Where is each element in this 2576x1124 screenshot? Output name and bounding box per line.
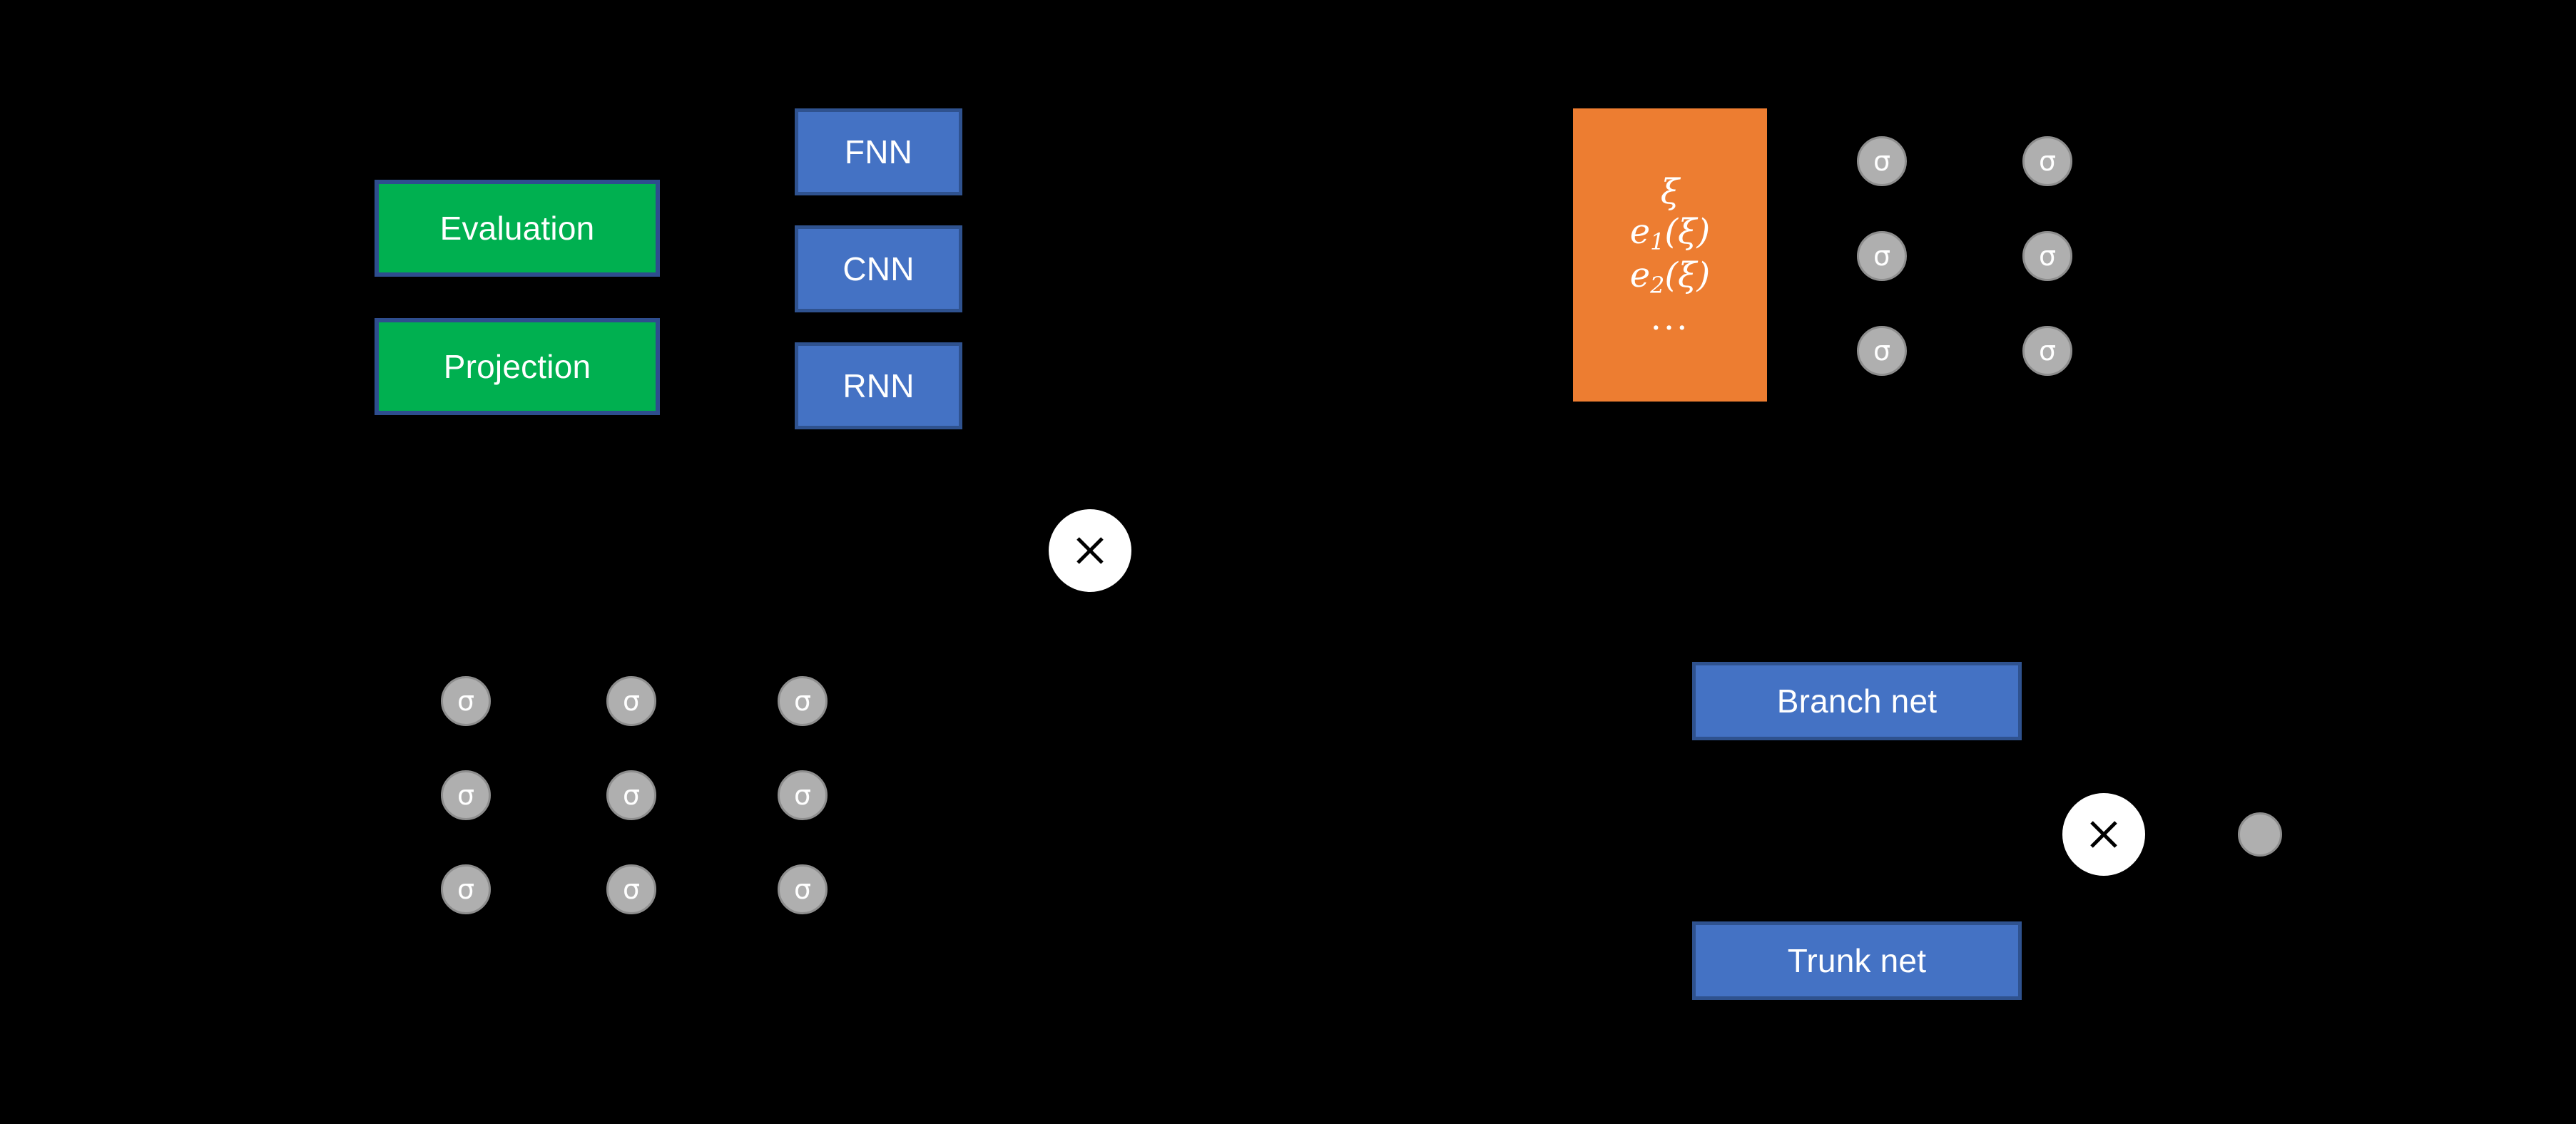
basis-line-e2: e2(ξ) xyxy=(1629,255,1711,299)
right-multiply-icon xyxy=(2062,793,2145,876)
right-neuron-r2-c2: σ xyxy=(2022,231,2072,281)
branch-net-box-label: Branch net xyxy=(1776,682,1938,720)
trunk-net-box-label: Trunk net xyxy=(1787,941,1927,979)
right-neuron-r3-c2: σ xyxy=(2022,326,2072,376)
left-neuron-r3-c1: σ xyxy=(441,864,491,914)
basis-function-box: ξ e1(ξ) e2(ξ) ... xyxy=(1573,108,1767,402)
sigma-label: σ xyxy=(793,780,812,811)
left-neuron-r3-c2: σ xyxy=(606,864,656,914)
sigma-label: σ xyxy=(793,874,812,905)
left-neuron-r2-c2: σ xyxy=(606,770,656,820)
sigma-label: σ xyxy=(622,780,641,811)
left-neuron-r1-c2: σ xyxy=(606,676,656,726)
basis-line-e1: e1(ξ) xyxy=(1629,211,1711,255)
multiply-cross-glyph xyxy=(1076,537,1104,564)
sigma-label: σ xyxy=(622,685,641,717)
sigma-label: σ xyxy=(457,685,475,717)
projection-box-label: Projection xyxy=(443,347,591,385)
cnn-box[interactable]: CNN xyxy=(795,225,962,312)
basis-line-ellipsis: ... xyxy=(1650,298,1690,339)
evaluation-box[interactable]: Evaluation xyxy=(375,180,660,277)
multiply-cross-glyph xyxy=(2090,821,2117,848)
fnn-box[interactable]: FNN xyxy=(795,108,962,195)
left-neuron-r1-c1: σ xyxy=(441,676,491,726)
sigma-label: σ xyxy=(1873,145,1891,177)
right-neuron-r3-c1: σ xyxy=(1857,326,1907,376)
basis-line-xi: ξ xyxy=(1660,171,1680,212)
sigma-label: σ xyxy=(1873,240,1891,272)
output-node-circle xyxy=(2238,812,2282,857)
left-neuron-r2-c3: σ xyxy=(778,770,828,820)
projection-box[interactable]: Projection xyxy=(375,318,660,415)
sigma-label: σ xyxy=(457,874,475,905)
left-neuron-r1-c3: σ xyxy=(778,676,828,726)
left-neuron-r2-c1: σ xyxy=(441,770,491,820)
cnn-box-label: CNN xyxy=(842,250,915,287)
sigma-label: σ xyxy=(1873,335,1891,367)
branch-net-box[interactable]: Branch net xyxy=(1692,662,2022,740)
rnn-box[interactable]: RNN xyxy=(795,342,962,429)
right-neuron-r1-c2: σ xyxy=(2022,136,2072,186)
sigma-label: σ xyxy=(2038,240,2057,272)
sigma-label: σ xyxy=(622,874,641,905)
trunk-net-box[interactable]: Trunk net xyxy=(1692,921,2022,1000)
evaluation-box-label: Evaluation xyxy=(439,209,595,247)
sigma-label: σ xyxy=(2038,335,2057,367)
right-neuron-r1-c1: σ xyxy=(1857,136,1907,186)
fnn-box-label: FNN xyxy=(844,133,913,170)
right-neuron-r2-c1: σ xyxy=(1857,231,1907,281)
left-multiply-icon xyxy=(1049,509,1131,592)
sigma-label: σ xyxy=(793,685,812,717)
left-neuron-r3-c3: σ xyxy=(778,864,828,914)
sigma-label: σ xyxy=(2038,145,2057,177)
sigma-label: σ xyxy=(457,780,475,811)
rnn-box-label: RNN xyxy=(842,367,915,404)
